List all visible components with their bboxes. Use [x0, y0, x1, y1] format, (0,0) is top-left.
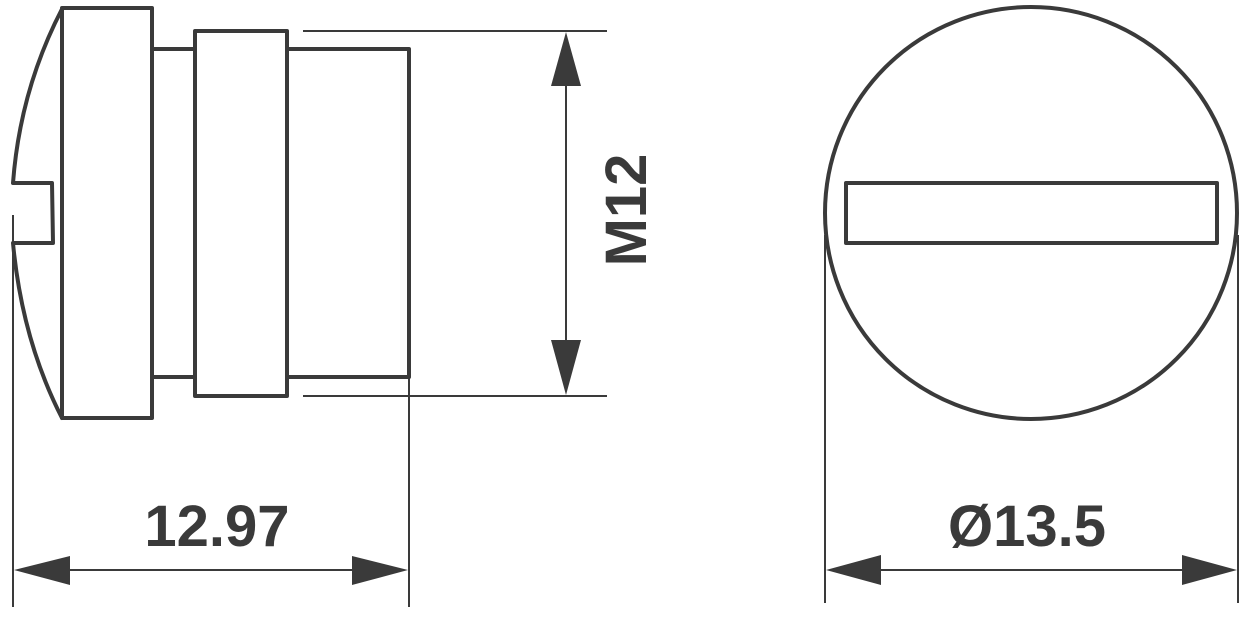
m12-arrow-down-icon [551, 340, 581, 395]
m12-arrow-up-icon [551, 32, 581, 86]
seal-ring [193, 29, 289, 398]
screwdriver-slot [844, 181, 1219, 245]
length-label: 12.97 [144, 494, 289, 559]
diameter-label: Ø13.5 [948, 494, 1106, 559]
diameter-arrow-right-icon [1182, 555, 1237, 585]
length-arrow-right-icon [352, 556, 408, 585]
head-dome-outline [11, 7, 64, 420]
head-body [60, 6, 154, 420]
length-arrow-left-icon [14, 556, 70, 585]
thread-body [285, 47, 411, 379]
diameter-arrow-left-icon [826, 555, 881, 585]
side-view: M12 12.97 [11, 6, 659, 607]
end-view: Ø13.5 [823, 5, 1239, 603]
thread-size-label: M12 [594, 154, 659, 267]
head-circle [823, 5, 1239, 421]
